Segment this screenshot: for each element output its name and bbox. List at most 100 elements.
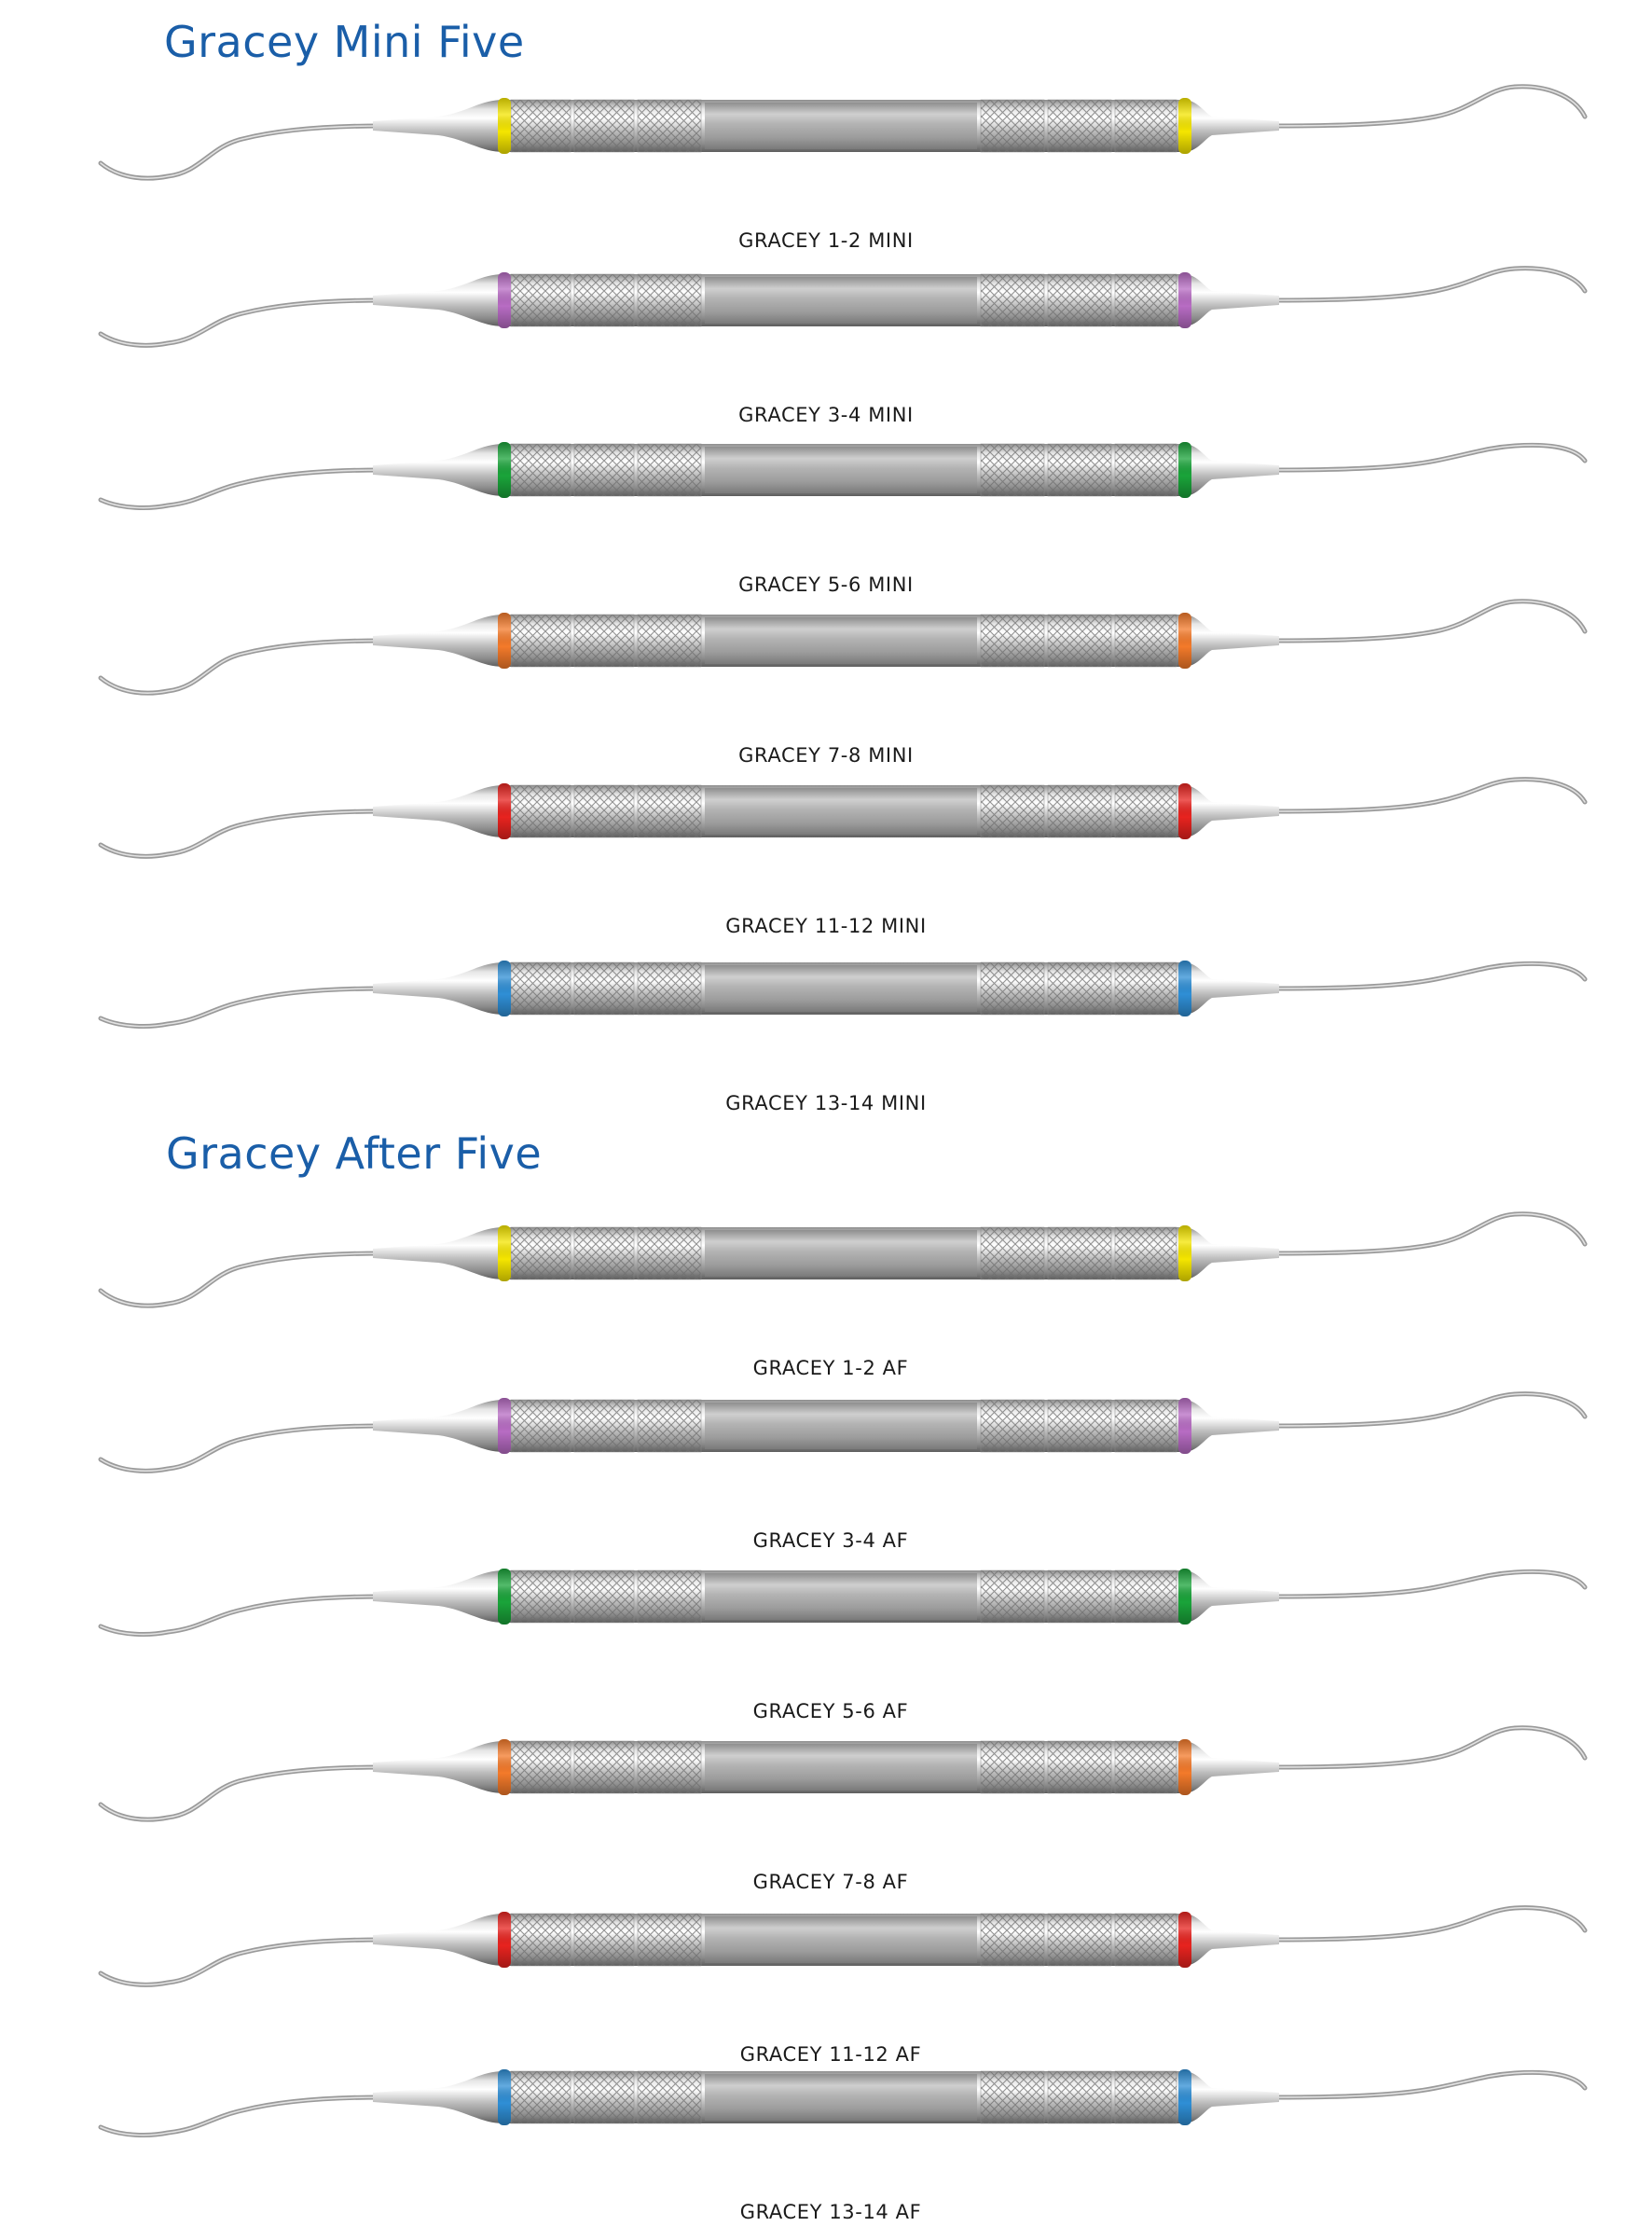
knurled-grip bbox=[981, 1227, 1044, 1279]
knurled-grip bbox=[511, 1227, 571, 1279]
knurled-grip bbox=[1048, 1914, 1111, 1966]
scaler-image bbox=[98, 1725, 1588, 1822]
right-ferrule bbox=[1184, 274, 1279, 326]
instrument-gracey-11-12-mini: GRACEY 11-12 MINI bbox=[0, 777, 1652, 954]
knurled-grip bbox=[574, 1400, 634, 1452]
right-working-end bbox=[1270, 1905, 1588, 1943]
knurled-grip bbox=[638, 1741, 701, 1793]
section-title-mini-five: Gracey Mini Five bbox=[164, 17, 525, 67]
knurled-grip bbox=[1115, 1914, 1177, 1966]
left-ferrule bbox=[373, 785, 503, 837]
knurled-grip bbox=[1115, 1741, 1177, 1793]
knurled-grip bbox=[638, 2071, 701, 2123]
instrument-gracey-13-14-mini: GRACEY 13-14 MINI bbox=[0, 954, 1652, 1131]
right-ferrule bbox=[1184, 615, 1279, 667]
handle-center bbox=[705, 103, 977, 149]
instrument-label: GRACEY 7-8 AF bbox=[752, 1871, 909, 1893]
left-working-end bbox=[98, 1423, 383, 1473]
right-working-end bbox=[1270, 442, 1588, 473]
knurled-grip bbox=[574, 1741, 634, 1793]
right-working-end bbox=[1270, 1211, 1588, 1256]
handle-center bbox=[705, 1230, 977, 1277]
knurled-grip bbox=[1115, 444, 1177, 496]
knurled-grip bbox=[1048, 1570, 1111, 1623]
knurled-grip bbox=[1115, 2071, 1177, 2123]
left-working-end bbox=[98, 1937, 383, 1987]
knurled-grip bbox=[1048, 2071, 1111, 2123]
knurled-grip bbox=[981, 2071, 1044, 2123]
handle-center bbox=[705, 788, 977, 835]
right-ferrule bbox=[1184, 2071, 1279, 2123]
right-working-end bbox=[1270, 1725, 1588, 1770]
right-working-end bbox=[1270, 1391, 1588, 1429]
knurled-grip bbox=[574, 1914, 634, 1966]
right-ferrule bbox=[1184, 444, 1279, 496]
knurled-grip bbox=[511, 1741, 571, 1793]
left-ferrule bbox=[373, 615, 503, 667]
scaler-image bbox=[98, 84, 1588, 181]
left-ferrule bbox=[373, 962, 503, 1015]
knurled-grip bbox=[981, 444, 1044, 496]
right-working-end bbox=[1270, 961, 1588, 991]
knurled-grip bbox=[574, 785, 634, 837]
knurled-grip bbox=[1115, 1227, 1177, 1279]
knurled-grip bbox=[1115, 1400, 1177, 1452]
knurled-grip bbox=[1048, 444, 1111, 496]
knurled-grip bbox=[511, 615, 571, 667]
knurled-grip bbox=[981, 1914, 1044, 1966]
instrument-label: GRACEY 7-8 MINI bbox=[738, 744, 914, 767]
knurled-grip bbox=[1048, 962, 1111, 1015]
scaler-image bbox=[98, 266, 1588, 348]
knurled-grip bbox=[574, 274, 634, 326]
left-working-end bbox=[98, 1594, 383, 1637]
handle-center bbox=[705, 447, 977, 493]
left-working-end bbox=[98, 986, 383, 1029]
knurled-grip bbox=[981, 100, 1044, 152]
right-working-end bbox=[1270, 84, 1588, 129]
handle-center bbox=[705, 617, 977, 664]
knurled-grip bbox=[638, 1400, 701, 1452]
instrument-gracey-3-4-af: GRACEY 3-4 AF bbox=[0, 1391, 1652, 1569]
knurled-grip bbox=[1048, 785, 1111, 837]
left-ferrule bbox=[373, 444, 503, 496]
knurled-grip bbox=[1048, 274, 1111, 326]
knurled-grip bbox=[574, 1227, 634, 1279]
knurled-grip bbox=[1048, 1741, 1111, 1793]
knurled-grip bbox=[511, 785, 571, 837]
instrument-gracey-5-6-af: GRACEY 5-6 AF bbox=[0, 1562, 1652, 1739]
instrument-label: GRACEY 11-12 MINI bbox=[725, 915, 927, 937]
knurled-grip bbox=[574, 100, 634, 152]
left-ferrule bbox=[373, 100, 503, 152]
knurled-grip bbox=[511, 100, 571, 152]
scaler-image bbox=[98, 1391, 1588, 1473]
left-working-end bbox=[98, 1251, 383, 1308]
knurled-grip bbox=[574, 615, 634, 667]
left-working-end bbox=[98, 2095, 383, 2137]
scaler-image bbox=[98, 1569, 1588, 1637]
handle-center bbox=[705, 277, 977, 324]
right-ferrule bbox=[1184, 785, 1279, 837]
knurled-grip bbox=[1048, 615, 1111, 667]
knurled-grip bbox=[511, 962, 571, 1015]
left-working-end bbox=[98, 123, 383, 181]
knurled-grip bbox=[638, 100, 701, 152]
knurled-grip bbox=[1115, 785, 1177, 837]
right-ferrule bbox=[1184, 1227, 1279, 1279]
left-working-end bbox=[98, 467, 383, 510]
knurled-grip bbox=[1048, 100, 1111, 152]
instrument-gracey-7-8-mini: GRACEY 7-8 MINI bbox=[0, 599, 1652, 783]
handle-center bbox=[705, 965, 977, 1012]
left-working-end bbox=[98, 638, 383, 696]
left-ferrule bbox=[373, 1570, 503, 1623]
instrument-gracey-1-2-af: GRACEY 1-2 AF bbox=[0, 1211, 1652, 1396]
handle-center bbox=[705, 1916, 977, 1963]
knurled-grip bbox=[638, 962, 701, 1015]
knurled-grip bbox=[981, 962, 1044, 1015]
knurled-grip bbox=[511, 1400, 571, 1452]
right-working-end bbox=[1270, 2069, 1588, 2100]
right-working-end bbox=[1270, 1569, 1588, 1599]
scaler-image bbox=[98, 1905, 1588, 1987]
knurled-grip bbox=[638, 615, 701, 667]
right-ferrule bbox=[1184, 1741, 1279, 1793]
left-ferrule bbox=[373, 2071, 503, 2123]
